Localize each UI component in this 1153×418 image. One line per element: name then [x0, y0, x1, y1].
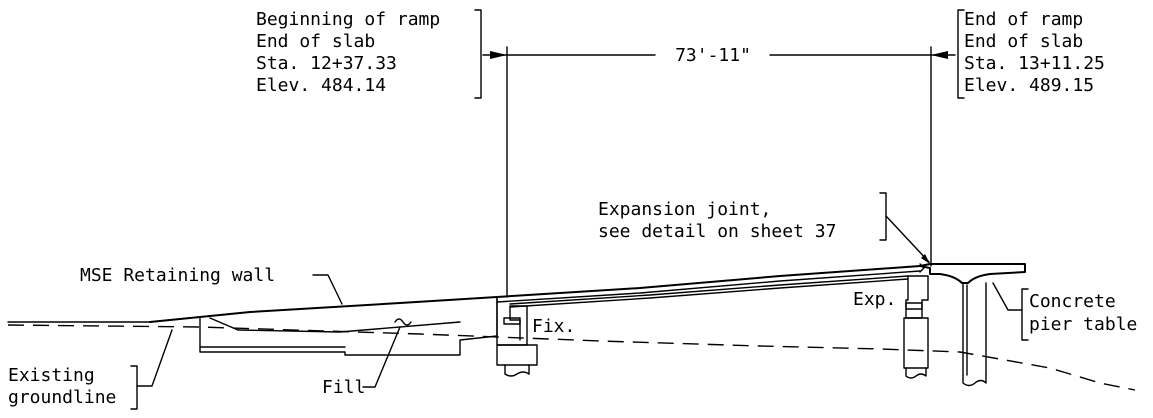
- exp-label: Exp.: [853, 289, 896, 310]
- ramp-slab-bottom: [496, 270, 921, 303]
- pier-table-line2: pier table: [1029, 314, 1137, 335]
- expansion-joint-gap: [919, 263, 925, 273]
- expansion-pier-column: [903, 317, 929, 369]
- end-ramp-line4: Elev. 489.15: [964, 75, 1094, 96]
- begin-ramp-line2: End of slab: [256, 31, 375, 52]
- end-ramp-line3: Sta. 13+11.25: [964, 53, 1105, 74]
- fix-label: Fix.: [532, 316, 575, 337]
- mse-retaining-wall-top: [149, 296, 498, 323]
- end-ramp-line1: End of ramp: [964, 9, 1083, 30]
- expansion-joint-line1: Expansion joint,: [598, 199, 771, 220]
- pier-table-line1: Concrete: [1029, 291, 1116, 312]
- concrete-pier-table: [919, 263, 1026, 284]
- expansion-bearing: [905, 302, 923, 310]
- groundline-bracket: [130, 365, 138, 410]
- pier-table-pile-break: [962, 374, 987, 387]
- fixed-pile-break: [504, 371, 530, 377]
- expansion-joint-leader-arrow: [921, 254, 930, 264]
- begin-ramp-line4: Elev. 484.14: [256, 75, 386, 96]
- expansion-joint-leader: [885, 215, 930, 263]
- pier-table-leader: [992, 282, 1023, 311]
- fill-leader: [362, 326, 401, 388]
- pier-table-label: Concrete pier table: [992, 282, 1137, 341]
- mse-wall-text: MSE Retaining wall: [80, 265, 275, 286]
- mse-wall-leader: [312, 274, 343, 305]
- ramp-beam-line: [509, 278, 909, 308]
- dimension-value: 73'-11": [675, 45, 751, 66]
- expansion-joint-label: Expansion joint, see detail on sheet 37: [598, 192, 930, 264]
- fill-text: Fill: [322, 377, 365, 398]
- fixed-bearing: [503, 317, 521, 325]
- groundline-line1: Existing: [8, 365, 95, 386]
- dimension-arrow-left: [490, 51, 507, 59]
- fill-hatch-mark: [394, 318, 412, 326]
- expansion-joint-line2: see detail on sheet 37: [598, 221, 836, 242]
- groundline-line2: groundline: [8, 387, 116, 408]
- fixed-footing: [496, 344, 538, 366]
- ramp-beam-line-2: [509, 275, 909, 305]
- fixed-pile: [504, 364, 530, 375]
- begin-ramp-bracket: [474, 9, 482, 99]
- existing-groundline: [7, 324, 1136, 391]
- end-ramp-label: End of ramp End of slab Sta. 13+11.25 El…: [957, 9, 1105, 99]
- existing-groundline-label: Existing groundline: [8, 329, 173, 410]
- begin-ramp-line1: Beginning of ramp: [256, 9, 440, 30]
- ramp-slab-top: [496, 265, 921, 298]
- begin-ramp-label: Beginning of ramp End of slab Sta. 12+37…: [256, 9, 482, 99]
- groundline-leader: [136, 329, 173, 387]
- expansion-pier-cap: [905, 275, 929, 319]
- end-ramp-line2: End of slab: [964, 31, 1083, 52]
- pier-table-bracket: [1021, 288, 1029, 341]
- pier-table-column: [962, 282, 987, 376]
- end-ramp-bracket: [957, 9, 965, 99]
- begin-ramp-line3: Sta. 12+37.33: [256, 53, 397, 74]
- mse-wall-body: [199, 296, 498, 356]
- expansion-joint-bracket: [879, 192, 887, 241]
- dimension-arrow-right: [931, 51, 948, 59]
- expansion-pile-break: [905, 367, 927, 379]
- mse-wall-label: MSE Retaining wall: [80, 265, 343, 305]
- fill-label: Fill: [322, 326, 401, 398]
- mse-wall-inner-line: [209, 317, 461, 333]
